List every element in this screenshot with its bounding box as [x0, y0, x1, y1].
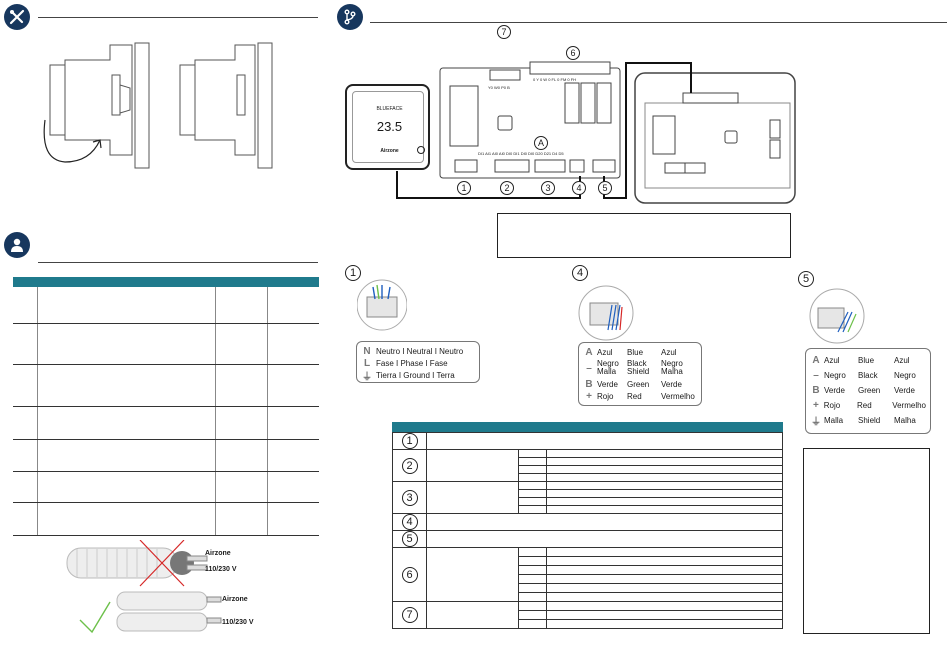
- table-row: 5: [392, 530, 783, 548]
- cable-label-airzone: Airzone: [205, 550, 231, 557]
- thermostat-temperature: 23.5: [376, 119, 403, 134]
- table-row: [13, 364, 319, 407]
- table-row: 2: [392, 449, 783, 482]
- table-row: 6: [392, 547, 783, 602]
- cable-label-airzone-2: Airzone: [222, 596, 248, 603]
- callout-5: 5: [598, 181, 612, 195]
- terminal-labels-top-left: Y0 W0 P0 B: [488, 85, 510, 90]
- mounting-drawing: [43, 42, 273, 169]
- table-row: [13, 502, 319, 536]
- tools-icon: [4, 4, 30, 30]
- detail-number-4: 4: [572, 265, 588, 281]
- installer-table: [13, 277, 319, 536]
- callout-1: 1: [457, 181, 471, 195]
- detail-number-1: 1: [345, 265, 361, 281]
- table-row: [13, 471, 319, 503]
- note-box: [497, 213, 791, 258]
- table-row: 4: [392, 513, 783, 531]
- terminal-labels-bottom: DI1 AI1 AI0 AI0 DI0 DI1 DI0 DI0 D20 D21 …: [478, 151, 564, 156]
- table-row: 7: [392, 601, 783, 629]
- section-divider-3: [370, 22, 947, 23]
- table-row: [13, 439, 319, 472]
- section-divider: [38, 17, 318, 18]
- table-row: [13, 287, 319, 324]
- terminal-labels-top-right: 0 Y 0 W 0 FL 0 FM 0 FH: [533, 77, 577, 82]
- terminal-photo-5: [809, 288, 865, 344]
- blueface-thermostat: BLUEFACE 23.5 Airzone: [345, 84, 430, 170]
- table-row: 3: [392, 481, 783, 514]
- notes-panel: [803, 448, 930, 634]
- callout-2: 2: [500, 181, 514, 195]
- power-icon: [417, 146, 425, 154]
- cable-separation-drawing: [66, 540, 222, 634]
- legend-row: ⏚Tierra I Ground I Terra: [362, 370, 455, 383]
- terminal-photo-4: [578, 285, 634, 341]
- cable-label-power-2: 110/230 V: [222, 619, 254, 626]
- cable-label-power: 110/230 V: [205, 566, 237, 573]
- installer-user-icon: [4, 232, 30, 258]
- callout-a: A: [534, 136, 548, 150]
- table-row: [13, 406, 319, 440]
- table-header-bar: [13, 277, 319, 287]
- wiring-diagram: [396, 61, 796, 204]
- detail-number-5: 5: [798, 271, 814, 287]
- callout-6: 6: [566, 46, 580, 60]
- thermostat-brand: BLUEFACE: [376, 106, 403, 112]
- table-row: [13, 323, 319, 365]
- callout-4: 4: [572, 181, 586, 195]
- table-row: 1: [392, 432, 783, 450]
- table-header-bar-2: [392, 422, 783, 432]
- wiring-icon: [337, 4, 363, 30]
- terminal-photo-1: [357, 279, 407, 331]
- callout-7: 7: [497, 25, 511, 39]
- connection-table: 1 2 3 4 5 6 7: [392, 422, 783, 629]
- thermostat-logo: Airzone: [380, 148, 399, 154]
- callout-3: 3: [541, 181, 555, 195]
- section-divider-2: [38, 262, 318, 263]
